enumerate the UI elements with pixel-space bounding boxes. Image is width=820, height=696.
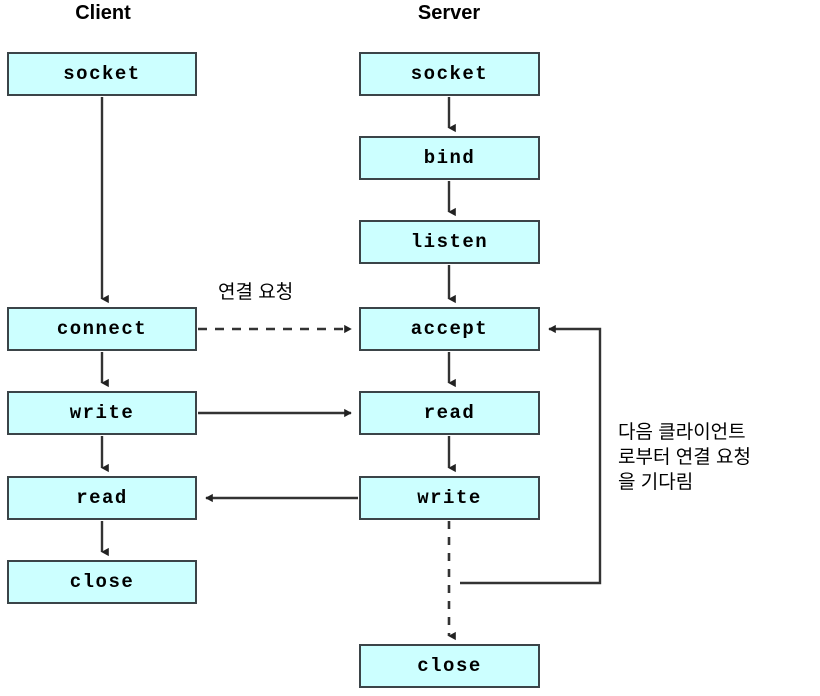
node-client-write[interactable]: write (7, 391, 197, 435)
node-label: connect (56, 318, 148, 340)
node-server-socket[interactable]: socket (359, 52, 540, 96)
node-label: socket (63, 63, 141, 85)
note-wait-next-client: 다음 클라이언트 로부터 연결 요청 을 기다림 (618, 420, 818, 495)
column-header-client: Client (75, 2, 131, 24)
node-label: bind (423, 147, 476, 169)
node-client-read[interactable]: read (7, 476, 197, 520)
node-label: read (423, 402, 476, 424)
node-client-socket[interactable]: socket (7, 52, 197, 96)
node-server-read[interactable]: read (359, 391, 540, 435)
node-label: listen (410, 231, 489, 253)
node-client-close[interactable]: close (7, 560, 197, 604)
note-line: 을 기다림 (618, 472, 694, 493)
node-label: accept (410, 318, 489, 340)
node-label: socket (410, 63, 489, 85)
edge-loopback-to-accept (460, 324, 602, 585)
node-client-connect[interactable]: connect (7, 307, 197, 351)
node-label: close (417, 655, 482, 677)
note-line: 로부터 연결 요청 (618, 447, 751, 468)
node-server-write[interactable]: write (359, 476, 540, 520)
node-server-close[interactable]: close (359, 644, 540, 688)
node-label: write (69, 402, 135, 424)
node-label: close (69, 571, 135, 593)
column-header-server: Server (417, 2, 481, 24)
node-label: write (417, 487, 482, 509)
node-label: read (76, 487, 128, 509)
node-server-bind[interactable]: bind (359, 136, 540, 180)
edge-label-connection-request: 연결 요청 (218, 282, 294, 303)
node-server-listen[interactable]: listen (359, 220, 540, 264)
node-server-accept[interactable]: accept (359, 307, 540, 351)
note-line: 다음 클라이언트 (618, 422, 746, 443)
